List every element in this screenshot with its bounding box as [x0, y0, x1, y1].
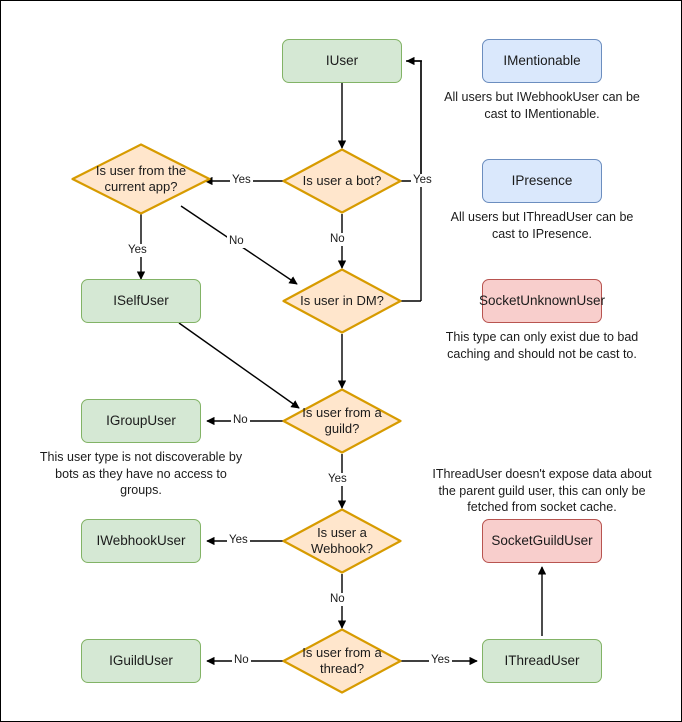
decision-is-webhook[interactable]: Is user a Webhook?	[282, 508, 402, 574]
edge-label-bot-no-left: Yes	[230, 174, 253, 187]
decision-is-current-app-label: Is user from the current app?	[95, 162, 187, 194]
edge-label-guild-yes: Yes	[326, 473, 349, 486]
edge-label-guild-no: No	[231, 414, 250, 427]
note-imentionable: All users but IWebhookUser can be cast t…	[442, 89, 642, 122]
decision-is-dm-label: Is user in DM?	[300, 292, 384, 308]
node-iself-user[interactable]: ISelfUser	[81, 279, 201, 323]
node-socket-guild-user[interactable]: SocketGuildUser	[482, 519, 602, 563]
note-igroup-user: This user type is not discoverable by bo…	[37, 449, 245, 499]
note-ithread-user: IThreadUser doesn't expose data about th…	[432, 466, 652, 516]
edge-label-bot-no: No	[328, 233, 347, 246]
edge-label-thread-yes: Yes	[429, 654, 452, 667]
note-socket-unknown-user-text: This type can only exist due to bad cach…	[445, 330, 639, 361]
edge-label-current-app-yes: Yes	[126, 244, 149, 257]
decision-is-bot-label: Is user a bot?	[302, 172, 382, 188]
decision-is-thread[interactable]: Is user from a thread?	[282, 628, 402, 694]
edge-label-current-app-no: No	[227, 235, 246, 248]
node-iguild-user[interactable]: IGuildUser	[81, 639, 201, 683]
edge-label-webhook-yes: Yes	[227, 534, 250, 547]
diamond-shape	[282, 268, 402, 334]
node-ipresence[interactable]: IPresence	[482, 159, 602, 203]
diamond-shape	[282, 388, 402, 454]
node-socket-unknown-user[interactable]: SocketUnknownUser	[478, 279, 606, 323]
decision-is-bot[interactable]: Is user a bot?	[282, 148, 402, 214]
node-iwebhook-user-label: IWebhookUser	[96, 532, 186, 548]
node-socket-guild-user-label: SocketGuildUser	[491, 532, 593, 548]
note-igroup-user-text: This user type is not discoverable by bo…	[39, 450, 243, 498]
node-ithread-user-label: IThreadUser	[504, 652, 580, 668]
node-imentionable[interactable]: IMentionable	[482, 39, 602, 83]
note-ipresence: All users but IThreadUser can be cast to…	[442, 209, 642, 242]
edge-iselfuser-to-isguild	[178, 322, 300, 409]
node-iguild-user-label: IGuildUser	[109, 652, 173, 668]
decision-is-guild[interactable]: Is user from a guild?	[282, 388, 402, 454]
decision-is-current-app[interactable]: Is user from the current app?	[71, 143, 211, 215]
edge-label-thread-no: No	[232, 654, 251, 667]
edge-label-bot-yes: Yes	[411, 174, 434, 187]
decision-is-guild-label: Is user from a guild?	[302, 404, 382, 436]
decision-is-thread-label: Is user from a thread?	[302, 644, 382, 676]
decision-is-dm[interactable]: Is user in DM?	[282, 268, 402, 334]
note-ithread-user-text: IThreadUser doesn't expose data about th…	[432, 467, 652, 515]
node-iuser[interactable]: IUser	[282, 39, 402, 83]
node-iuser-label: IUser	[325, 52, 359, 68]
diamond-shape	[71, 143, 211, 215]
diamond-shape	[282, 508, 402, 574]
node-igroup-user[interactable]: IGroupUser	[81, 399, 201, 443]
edge-label-webhook-no: No	[328, 593, 347, 606]
node-igroup-user-label: IGroupUser	[106, 412, 176, 428]
node-socket-unknown-user-label: SocketUnknownUser	[478, 292, 606, 308]
node-ithread-user[interactable]: IThreadUser	[482, 639, 602, 683]
node-iself-user-label: ISelfUser	[113, 292, 169, 308]
diamond-shape	[282, 148, 402, 214]
decision-is-webhook-label: Is user a Webhook?	[311, 524, 373, 556]
note-ipresence-text: All users but IThreadUser can be cast to…	[450, 210, 634, 241]
node-ipresence-label: IPresence	[511, 172, 573, 188]
node-imentionable-label: IMentionable	[503, 52, 581, 68]
note-socket-unknown-user: This type can only exist due to bad cach…	[438, 329, 646, 362]
edge-isbot-yes-to-iuser	[401, 60, 422, 182]
node-iwebhook-user[interactable]: IWebhookUser	[81, 519, 201, 563]
diamond-shape	[282, 628, 402, 694]
note-imentionable-text: All users but IWebhookUser can be cast t…	[444, 90, 640, 121]
